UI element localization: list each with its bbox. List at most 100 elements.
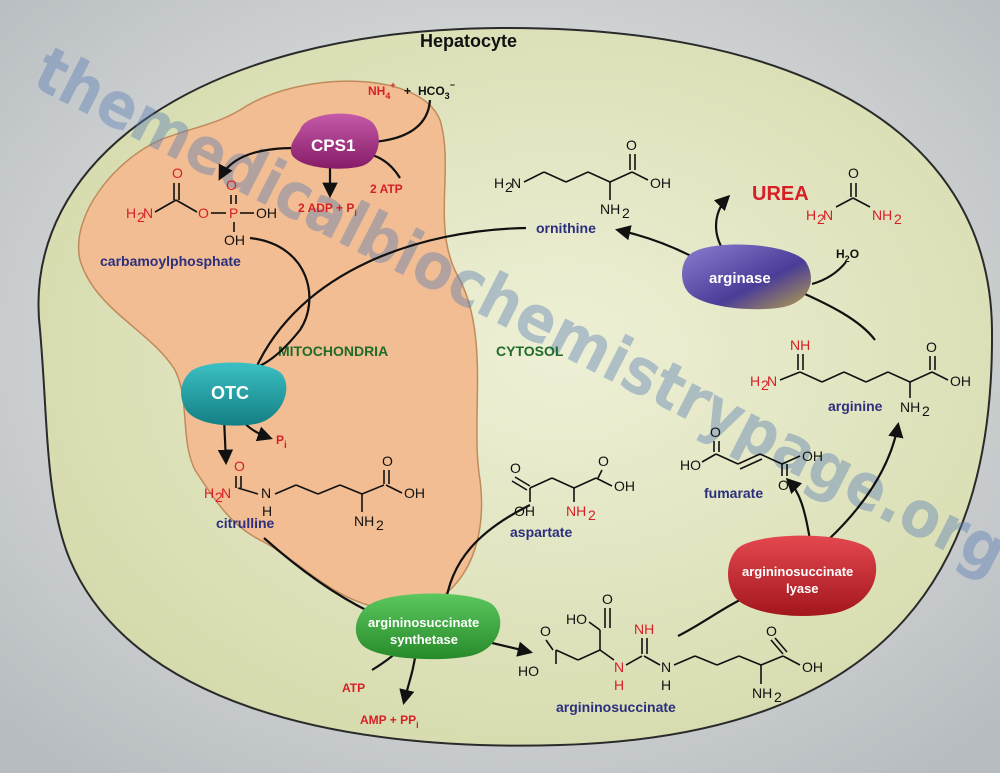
svg-text:O: O: [848, 165, 859, 181]
plus-sign: +: [404, 84, 411, 98]
svg-text:P: P: [229, 205, 238, 221]
flow-carbamoylphosphate-to-otc: [249, 236, 311, 372]
svg-text:OH: OH: [614, 478, 635, 494]
svg-text:2: 2: [774, 689, 782, 705]
cytosol-label: CYTOSOL: [496, 343, 564, 359]
svg-text:H: H: [614, 677, 624, 693]
svg-text:OH: OH: [224, 232, 245, 248]
svg-text:O: O: [598, 453, 609, 469]
fumarate-structure: O HO OH O: [680, 424, 823, 493]
svg-text:NH: NH: [872, 207, 892, 223]
svg-text:OH: OH: [802, 659, 823, 675]
svg-text:N: N: [661, 659, 671, 675]
svg-text:2: 2: [817, 211, 825, 227]
cps1-label: CPS1: [311, 136, 355, 155]
flow-h2o-to-arginase: [811, 261, 847, 286]
svg-text:H: H: [750, 373, 760, 389]
argininosuccinate-lyase-enzyme: argininosuccinate lyase: [728, 535, 877, 616]
svg-text:NH: NH: [900, 399, 920, 415]
two-adp-label: 2 ADP + Pi: [298, 201, 357, 218]
svg-text:NH: NH: [634, 621, 654, 637]
mitochondria: [77, 80, 483, 611]
svg-text:H: H: [661, 677, 671, 693]
svg-text:N: N: [823, 207, 833, 223]
svg-text:2: 2: [137, 209, 145, 225]
svg-text:NH: NH: [566, 503, 586, 519]
svg-text:H: H: [126, 205, 136, 221]
flow-asl-to-arginine: [827, 421, 904, 541]
svg-text:O: O: [710, 424, 721, 440]
hepatocyte-label: Hepatocyte: [420, 31, 517, 51]
cps1-enzyme: CPS1: [290, 113, 379, 169]
svg-text:NH: NH: [790, 337, 810, 353]
nh4-label: NH4+: [368, 80, 396, 101]
svg-text:H: H: [262, 503, 272, 519]
svg-text:OH: OH: [802, 448, 823, 464]
flow-asl-to-fumarate: [785, 477, 812, 541]
svg-text:H: H: [494, 175, 504, 191]
svg-text:2: 2: [622, 205, 630, 221]
otc-label: OTC: [211, 383, 249, 403]
svg-text:N: N: [261, 485, 271, 501]
flow-citrulline-to-ass: [263, 537, 371, 613]
svg-text:OH: OH: [950, 373, 971, 389]
svg-text:O: O: [926, 339, 937, 355]
flow-arginase-to-urea: [713, 194, 731, 249]
svg-text:N: N: [221, 485, 231, 501]
svg-text:HO: HO: [680, 457, 701, 473]
hco3-label: HCO3−: [418, 80, 455, 101]
amp-label: AMP + PPi: [360, 713, 419, 730]
svg-text:NH: NH: [752, 685, 772, 701]
flow-nh4-to-cps1: [371, 99, 432, 144]
svg-text:HO: HO: [566, 611, 587, 627]
flow-ornithine-to-otc: [253, 226, 527, 371]
atp-label: ATP: [342, 681, 365, 695]
svg-text:2: 2: [588, 507, 596, 523]
pi-label: Pi: [276, 433, 287, 451]
fumarate-name: fumarate: [704, 485, 763, 501]
aspartate-name: aspartate: [510, 524, 572, 540]
flow-aspartate-to-ass: [443, 504, 531, 609]
svg-text:O: O: [226, 177, 237, 193]
svg-text:N: N: [511, 175, 521, 191]
svg-text:NH: NH: [600, 201, 620, 217]
svg-text:N: N: [614, 659, 624, 675]
svg-text:O: O: [778, 477, 789, 493]
svg-text:N: N: [767, 373, 777, 389]
two-atp-label: 2 ATP: [370, 182, 403, 196]
svg-text:O: O: [234, 458, 245, 474]
ornithine-name: ornithine: [536, 220, 596, 236]
flow-cps1-to-carbamoylphosphate: [218, 146, 297, 181]
svg-text:O: O: [602, 591, 613, 607]
asl-label-line1: argininosuccinate: [742, 564, 853, 579]
svg-text:NH: NH: [354, 513, 374, 529]
ass-label-line1: argininosuccinate: [368, 615, 479, 630]
argininosuccinate-name: argininosuccinate: [556, 699, 676, 715]
h2o-label: H2O: [836, 247, 859, 264]
arginase-label: arginase: [709, 270, 771, 287]
svg-text:OH: OH: [256, 205, 277, 221]
flow-arginase-to-ornithine: [614, 225, 696, 259]
svg-text:OH: OH: [650, 175, 671, 191]
svg-text:HO: HO: [518, 663, 539, 679]
svg-text:2: 2: [922, 403, 930, 419]
svg-text:2: 2: [894, 211, 902, 227]
svg-text:2: 2: [215, 489, 223, 505]
svg-text:OH: OH: [404, 485, 425, 501]
flow-ass-to-argininosuccinate: [487, 640, 533, 657]
svg-text:N: N: [143, 205, 153, 221]
carbamoylphosphate-name: carbamoylphosphate: [100, 253, 241, 269]
svg-text:O: O: [382, 453, 393, 469]
svg-text:O: O: [510, 460, 521, 476]
argininosuccinate-synthetase-enzyme: argininosuccinate synthetase: [355, 593, 501, 660]
citrulline-name: citrulline: [216, 515, 275, 531]
mitochondria-label: MITOCHONDRIA: [278, 343, 388, 359]
urea-name: UREA: [752, 183, 809, 205]
